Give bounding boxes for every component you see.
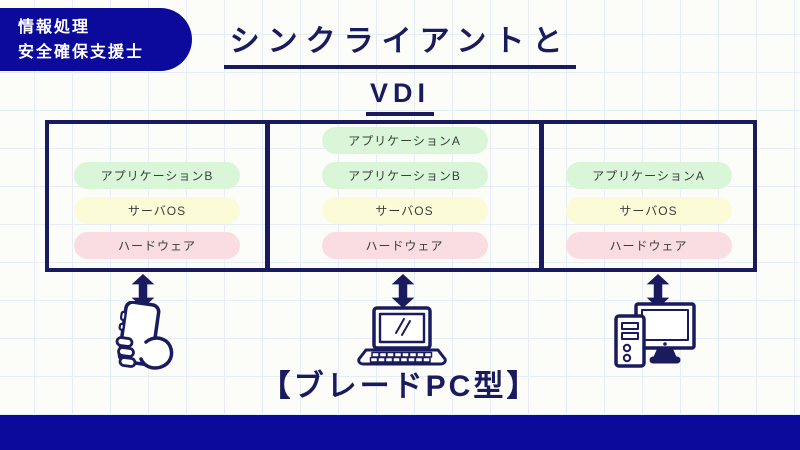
layer-os-pill: サーバOS [321, 197, 488, 224]
badge-line-2: 安全確保支援士 [18, 43, 145, 61]
layer-hw-pill: ハードウェア [74, 232, 240, 259]
blade-pc-stack-2: アプリケーションA アプリケーションB サーバOS ハードウェア [270, 124, 539, 268]
double-arrow-icon [390, 274, 416, 308]
layer-os-pill: サーバOS [74, 197, 240, 224]
smartphone-icon [95, 301, 179, 373]
page-title: シンクライアントと VDI [0, 16, 800, 116]
stack-divider [265, 124, 270, 268]
layer-app-pill: アプリケーションA [565, 162, 732, 189]
layer-os-pill: サーバOS [565, 197, 732, 224]
server-stacks-box: アプリケーションB サーバOS ハードウェア アプリケーションA アプリケーションB サ… [45, 120, 757, 272]
blade-pc-stack-3: アプリケーションA サーバOS ハードウェア [544, 124, 753, 268]
title-line-1: シンクライアントと [223, 16, 577, 69]
layer-hw-pill: ハードウェア [321, 232, 488, 259]
blade-pc-stack-1: アプリケーションB サーバOS ハードウェア [49, 124, 265, 268]
certification-badge: 情報処理 安全確保支援士 [0, 8, 192, 71]
layer-app-pill: アプリケーションB [321, 162, 488, 189]
badge-line-1: 情報処理 [18, 19, 91, 36]
layer-hw-pill: ハードウェア [565, 232, 732, 259]
diagram-caption: 【ブレードPC型】 [260, 370, 540, 403]
laptop-icon [352, 306, 452, 368]
stack-divider [539, 124, 544, 268]
title-line-2: VDI [365, 78, 434, 116]
double-arrow-icon [645, 274, 671, 308]
desktop-icon [614, 301, 698, 369]
double-arrow-icon [130, 274, 156, 308]
layer-app-pill: アプリケーションA [321, 127, 488, 154]
layer-app-pill: アプリケーションB [74, 162, 240, 189]
bottom-bar [0, 415, 800, 450]
